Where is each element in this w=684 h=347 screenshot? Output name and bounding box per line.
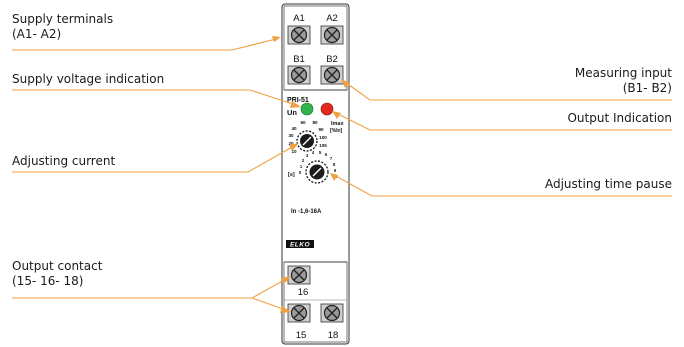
current-scale-10: 10 [291,149,297,154]
time-scale-6: 6 [325,152,328,157]
arrow-output-contact-b [280,306,291,313]
imax-unit-label: [%In] [330,128,343,134]
terminal-screw-b2 [320,65,344,85]
range-label: In -1,6-16A [291,209,322,215]
terminal-label-b2: B2 [326,54,338,65]
green-led [300,102,314,116]
terminal-label-16: 16 [298,287,309,298]
brand-logo: ELKO [286,240,314,249]
current-knob[interactable] [296,130,318,152]
current-scale: 60 80 40 90 30 100 20 105 10 [288,120,327,154]
current-scale-40: 40 [291,126,297,131]
time-scale-4: 4 [312,150,315,155]
output-contact-label: Output contact (15- 16- 18) [12,259,102,289]
arrow-output-contact-a [281,276,291,284]
current-scale-30: 30 [288,133,294,138]
output-contact-title: Output contact [12,259,103,273]
arrow-supply-voltage [290,101,301,108]
arrow-adjusting-current [289,143,299,151]
measuring-input-title: Measuring input [574,66,672,80]
time-scale-9: 9 [334,168,337,173]
leader-lines [12,36,672,313]
current-scale-80: 80 [312,120,318,125]
leader-output-indication [335,112,672,131]
measuring-input-label: Measuring input (B1- B2) [575,66,672,96]
terminal-screw-a1 [287,25,311,45]
imax-label: Imax [331,121,344,127]
supply-terminals-range: (A1- A2) [12,27,62,41]
supply-voltage-label: Supply voltage indication [12,72,165,86]
current-scale-90: 90 [318,127,324,132]
time-knob[interactable] [305,160,329,184]
red-led [320,102,334,116]
un-label: Un [287,108,297,117]
time-unit-label: [s] [288,172,295,178]
terminal-screw-16 [287,265,311,285]
terminal-screw-18 [320,303,344,323]
time-scale-7: 7 [330,156,333,161]
leader-supply-terminals [12,38,277,51]
current-scale-100: 100 [319,135,327,140]
arrow-output-indication [332,111,341,119]
terminal-screw-a2 [320,25,344,45]
leader-output-contact-b [251,297,287,311]
time-scale-5: 5 [319,150,322,155]
output-contact-range: (15- 16- 18) [12,274,84,288]
leader-adjusting-time [333,174,672,197]
terminal-label-18: 18 [328,330,339,341]
time-scale-2: 2 [302,158,305,163]
arrow-supply-terminals [272,36,281,42]
supply-terminals-title: Supply terminals [12,12,114,26]
supply-terminals-label: Supply terminals (A1- A2) [12,12,113,42]
terminal-screw-15 [287,303,311,323]
adjusting-time-pause-label: Adjusting time pause [544,177,672,191]
arrow-measuring-input [341,79,350,88]
leader-measuring-input [344,81,672,101]
time-scale-8: 8 [333,162,336,167]
adjusting-current-label: Adjusting current [12,154,116,168]
current-scale-60: 60 [300,120,306,125]
current-scale-105: 105 [319,143,327,148]
leader-supply-voltage [12,89,297,106]
brand-text: ELKO [290,242,310,249]
time-scale-3: 3 [306,153,309,158]
output-indication-label: Output Indication [567,111,672,125]
terminal-label-a2: A2 [326,13,338,24]
terminal-screw-b1 [287,65,311,85]
terminal-label-15: 15 [296,330,307,341]
time-scale-0: 0 [299,170,302,175]
arrow-adjusting-time [330,173,338,181]
terminal-label-b1: B1 [293,54,305,65]
leader-adjusting-current [12,145,295,173]
model-label: PRI-51 [287,97,309,104]
current-scale-20: 20 [288,141,294,146]
time-scale-1: 1 [300,164,303,169]
terminal-label-a1: A1 [293,13,305,24]
measuring-input-range: (B1- B2) [622,81,672,95]
